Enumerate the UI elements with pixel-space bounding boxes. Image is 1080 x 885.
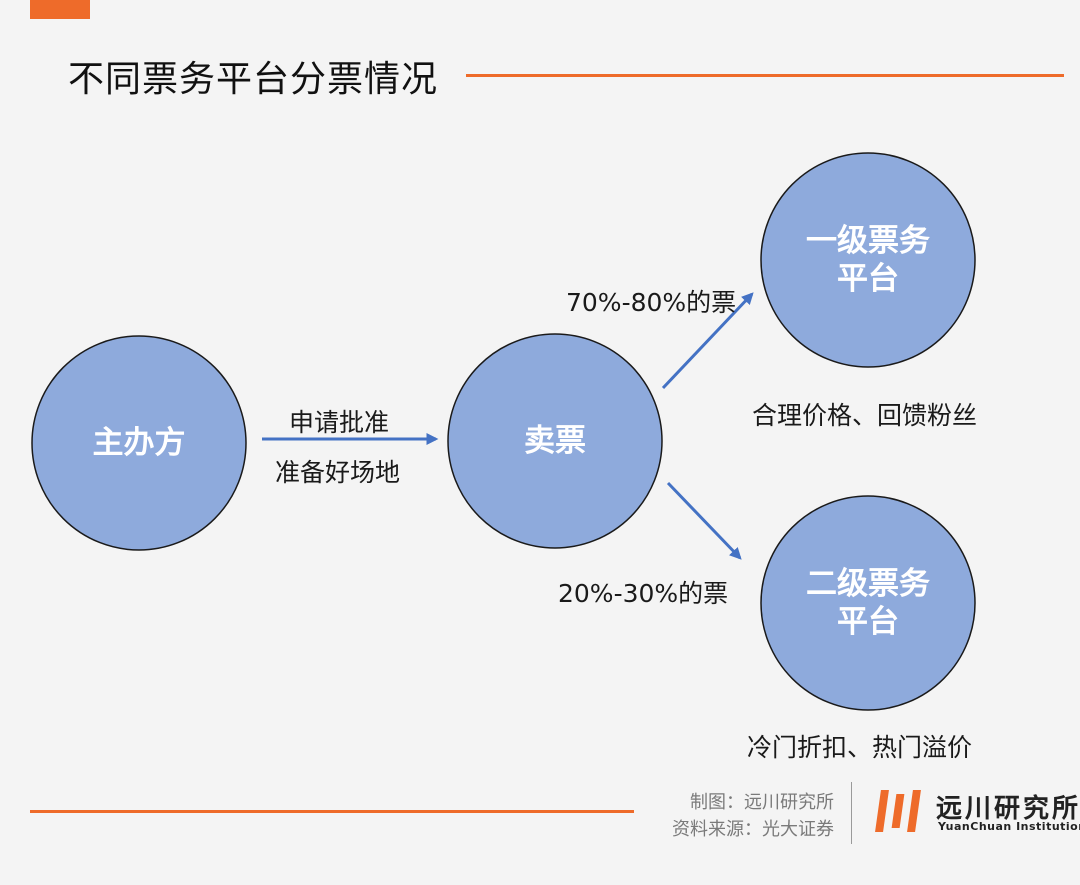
primary-platform-label: 一级票务 平台: [768, 222, 968, 298]
arrow-to-secondary: [666, 481, 742, 560]
arrow-to-primary: [661, 292, 754, 390]
ticketing-label-text: 卖票: [524, 423, 586, 459]
organizer-label-text: 主办方: [92, 425, 186, 461]
organizer-node: [31, 335, 247, 551]
page-title: 不同票务平台分票情况: [68, 59, 439, 100]
bottom-rule: [30, 810, 634, 813]
logo-name-cn: 远川研究所: [936, 794, 1080, 824]
title-rule: [466, 74, 1064, 77]
organizer-label: 主办方: [39, 424, 239, 462]
credit-divider: [851, 782, 852, 844]
primary-platform-node: [760, 152, 976, 368]
logo-mark-icon: [874, 790, 922, 832]
secondary-outcome: 冷门折扣、热门溢价: [747, 733, 973, 762]
edge-label-secondary-share: 20%-30%的票: [558, 579, 729, 608]
ticketing-label: 卖票: [455, 422, 655, 460]
secondary-platform-node: [760, 495, 976, 711]
secondary-platform-label-line1: 二级票务: [806, 566, 930, 602]
edge-label-venue: 准备好场地: [275, 458, 401, 487]
primary-platform-label-line1: 一级票务: [806, 223, 930, 259]
logo-name-en: YuanChuan Institution: [938, 820, 1080, 833]
edge-label-primary-share: 70%-80%的票: [566, 288, 737, 317]
edge-label-approval: 申请批准: [289, 408, 390, 437]
primary-platform-label-line2: 平台: [837, 261, 899, 297]
secondary-platform-label-line2: 平台: [837, 604, 899, 640]
credit-source: 资料来源：光大证券: [672, 819, 834, 840]
ticketing-node: [447, 333, 663, 549]
corner-accent-block: [30, 0, 90, 19]
credit-made-by: 制图：远川研究所: [690, 792, 834, 813]
primary-outcome: 合理价格、回馈粉丝: [752, 401, 978, 430]
secondary-platform-label: 二级票务 平台: [768, 565, 968, 641]
